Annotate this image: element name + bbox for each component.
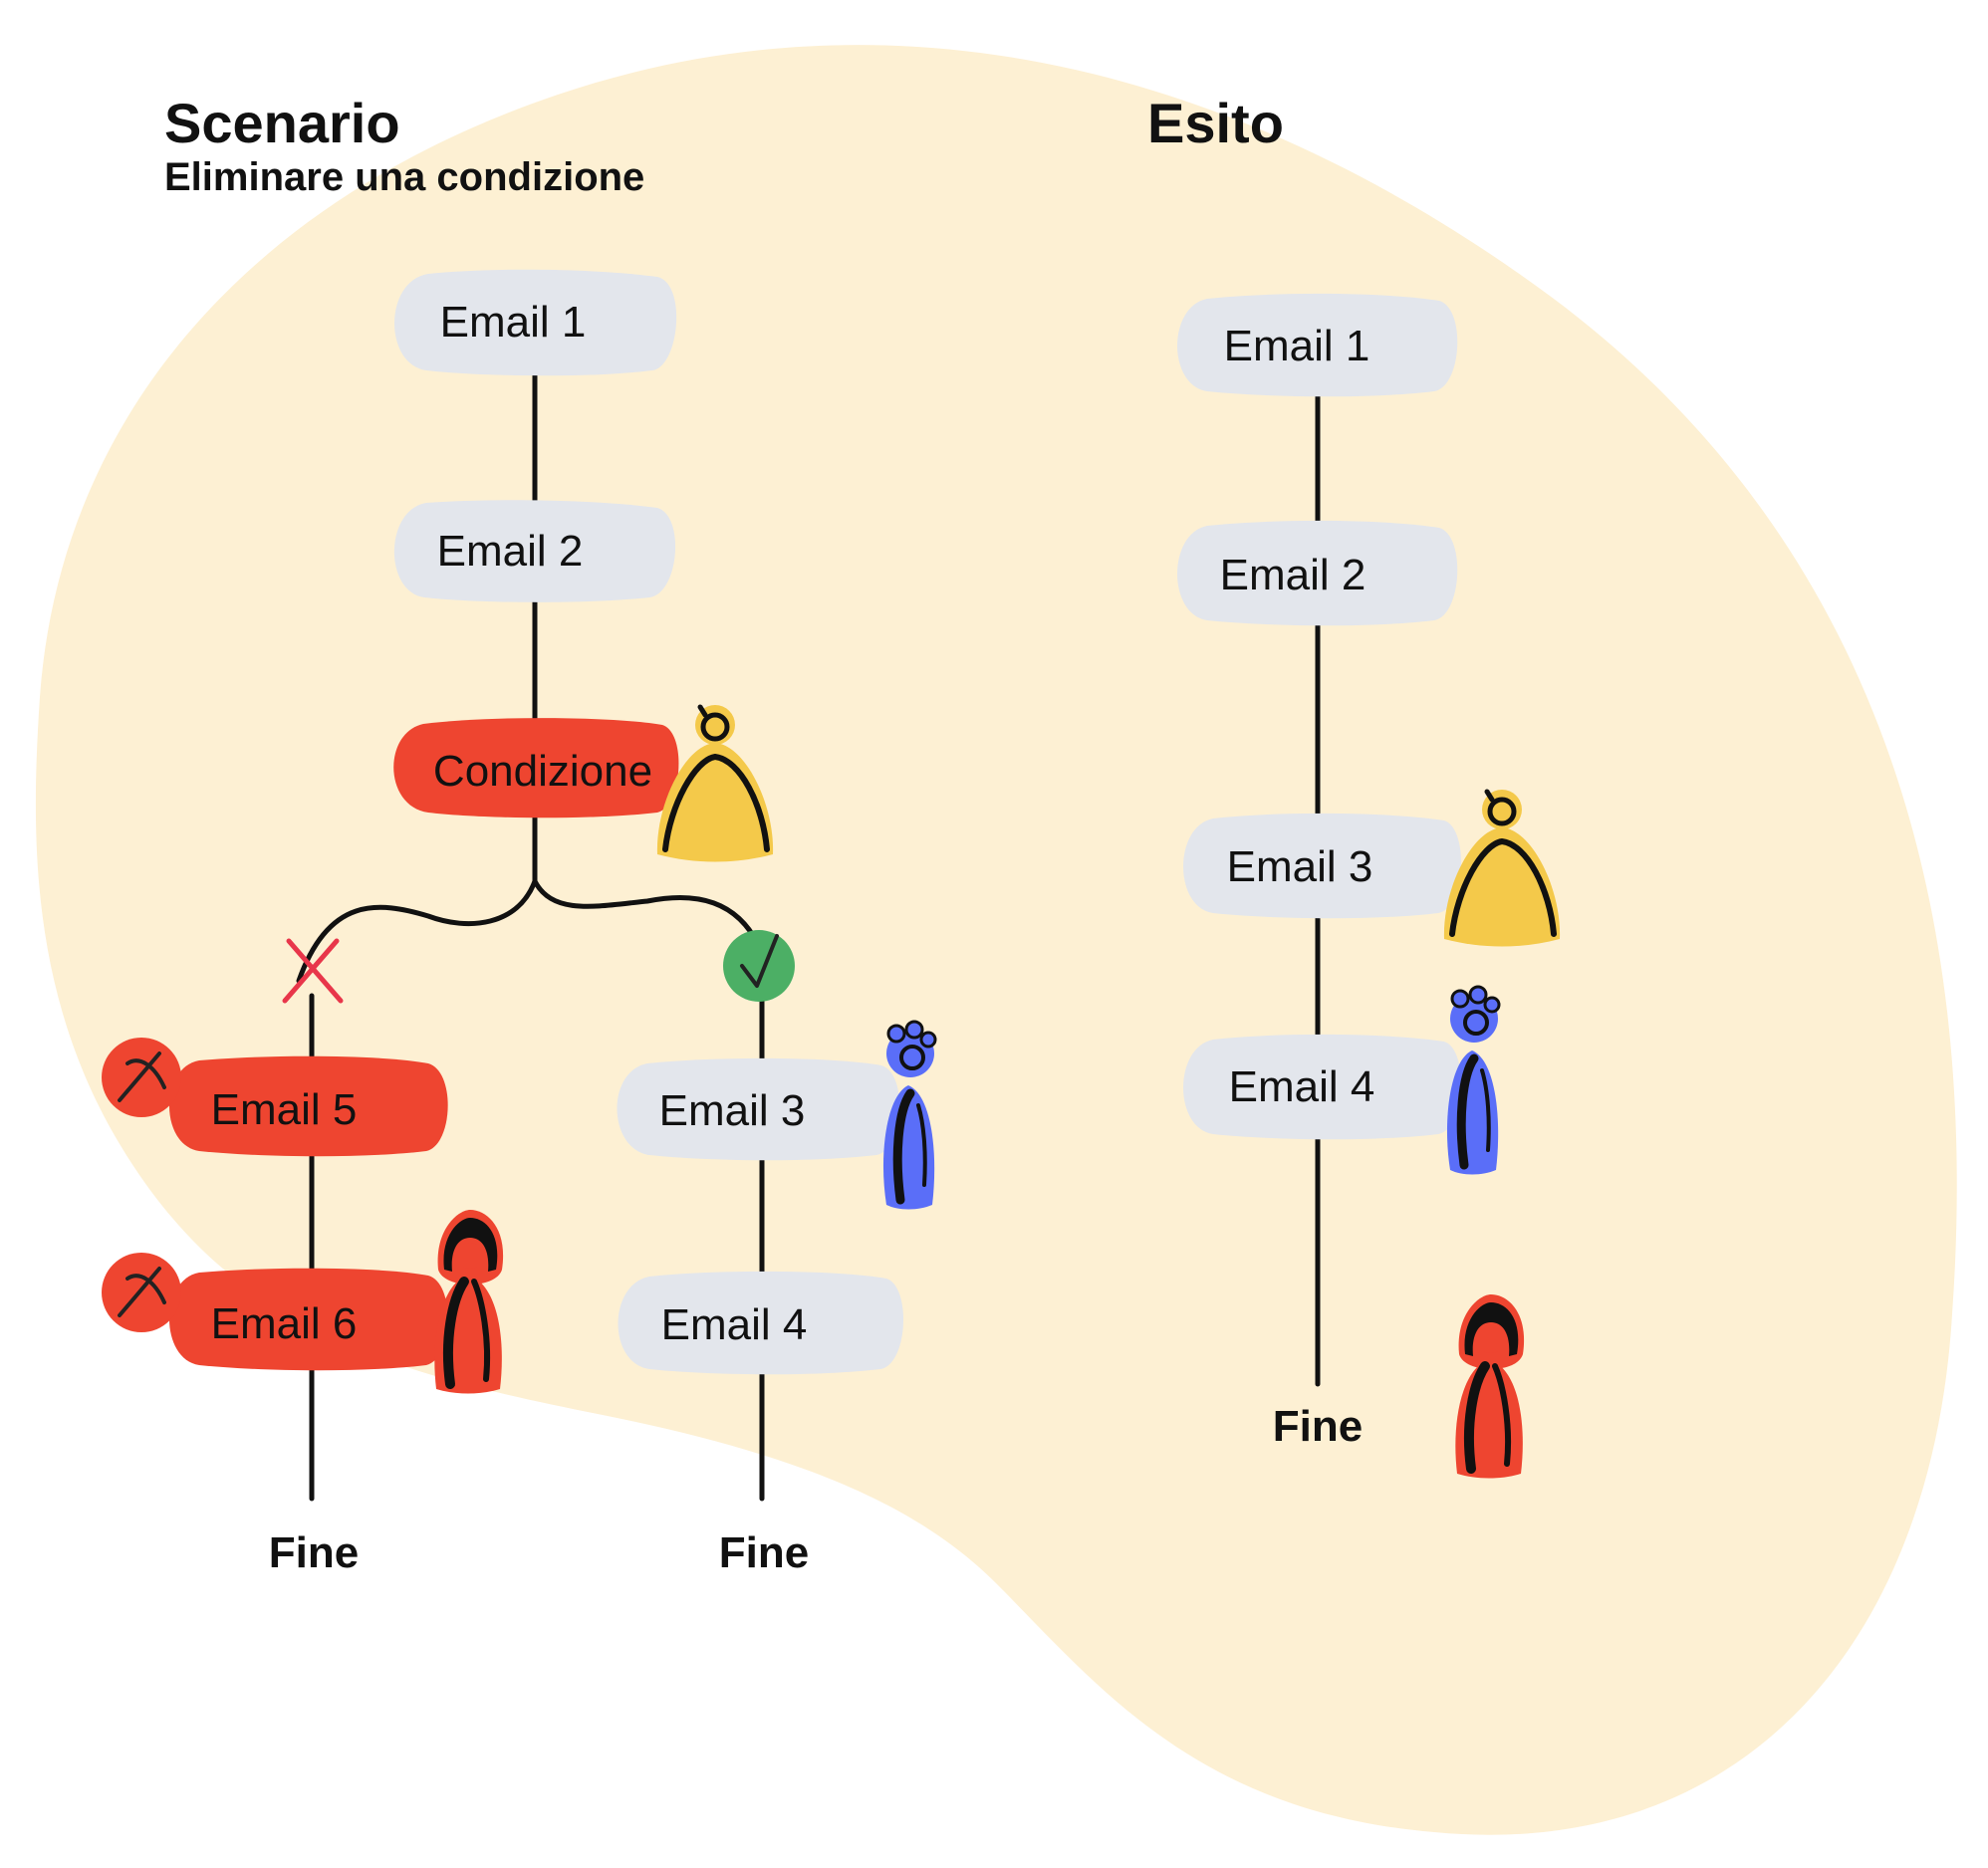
node-label: Email 4	[661, 1300, 808, 1349]
result-title: Esito	[1147, 92, 1284, 154]
node-label: Email 1	[1224, 322, 1370, 370]
scenario-node-email4[interactable]: Email 4	[618, 1271, 904, 1375]
scenario-subtitle: Eliminare una condizione	[164, 155, 644, 199]
result-node-email4[interactable]: Email 4	[1183, 1034, 1462, 1140]
node-label: Email 6	[211, 1299, 358, 1348]
end-label-result: Fine	[1273, 1402, 1363, 1451]
scenario-node-email3[interactable]: Email 3	[617, 1057, 900, 1161]
scenario-node-email5[interactable]: Email 5	[102, 1038, 448, 1157]
result-node-email1[interactable]: Email 1	[1177, 293, 1458, 397]
person-blue-icon	[1447, 987, 1499, 1175]
node-label: Condizione	[433, 747, 652, 796]
scenario-node-condition[interactable]: Condizione	[393, 718, 679, 818]
result-node-email2[interactable]: Email 2	[1177, 520, 1458, 626]
node-label: Email 3	[1227, 842, 1373, 891]
result-node-email3[interactable]: Email 3	[1183, 813, 1462, 919]
remove-icon-mark	[118, 1267, 166, 1317]
node-label: Email 2	[1220, 551, 1367, 599]
branch-true-icon	[723, 930, 795, 1002]
node-label: Email 3	[659, 1086, 806, 1135]
remove-icon-mark	[118, 1051, 166, 1102]
scenario-node-email6[interactable]: Email 6	[102, 1253, 448, 1371]
branch-curve-right	[532, 878, 762, 949]
node-label: Email 4	[1229, 1062, 1375, 1111]
node-label: Email 5	[211, 1085, 358, 1134]
end-label-right: Fine	[719, 1528, 809, 1577]
branch-false-icon	[282, 938, 344, 1004]
branch-curve-left	[296, 878, 538, 984]
node-label: Email 2	[437, 527, 584, 576]
scenario-title: Scenario	[164, 92, 400, 154]
person-blue-icon	[883, 1022, 935, 1210]
node-label: Email 1	[440, 298, 587, 347]
end-label-left: Fine	[269, 1528, 359, 1577]
scenario-node-email2[interactable]: Email 2	[393, 500, 676, 602]
scenario-node-email1[interactable]: Email 1	[393, 269, 677, 376]
